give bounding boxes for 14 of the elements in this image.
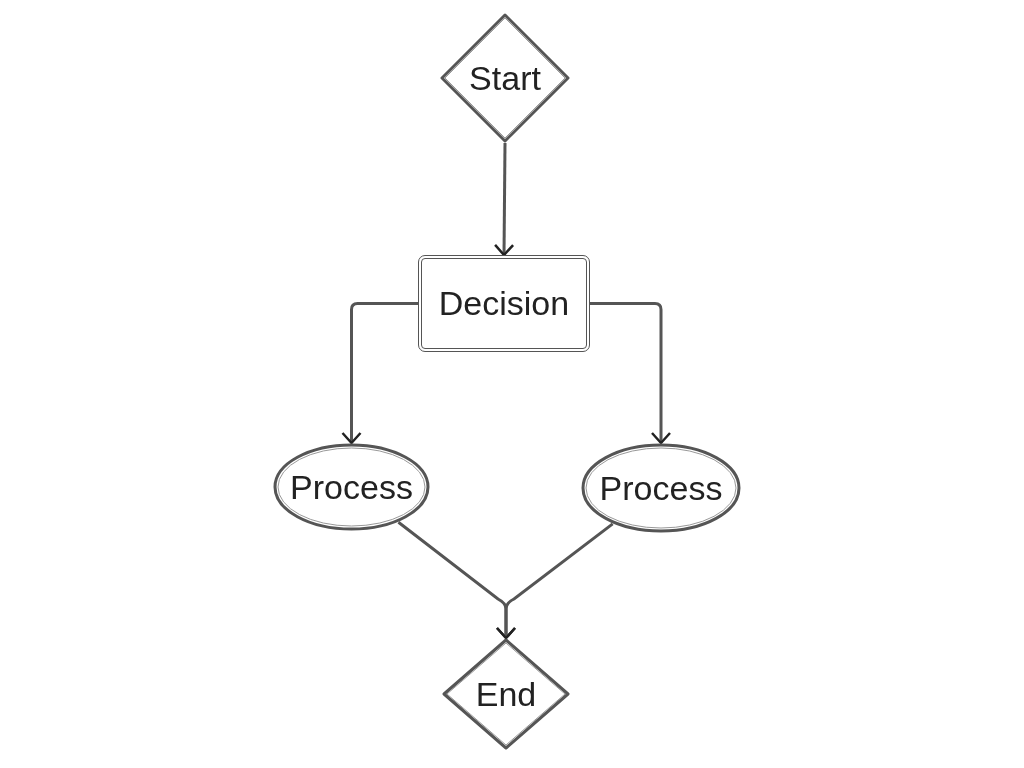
node-label: Process: [599, 468, 723, 508]
decision-box: [418, 255, 590, 352]
arrow: [493, 143, 515, 257]
node-label: End: [475, 674, 537, 714]
arrow: [341, 302, 418, 445]
node-label: Start: [469, 58, 541, 98]
arrow: [495, 522, 614, 640]
arrow: [590, 302, 672, 445]
process-ellipse: [273, 443, 430, 531]
terminal-diamond: [440, 13, 570, 143]
terminal-diamond: [442, 638, 570, 750]
node-label: Decision: [438, 284, 570, 323]
process-ellipse: [581, 443, 741, 533]
node-label: Process: [290, 467, 413, 507]
